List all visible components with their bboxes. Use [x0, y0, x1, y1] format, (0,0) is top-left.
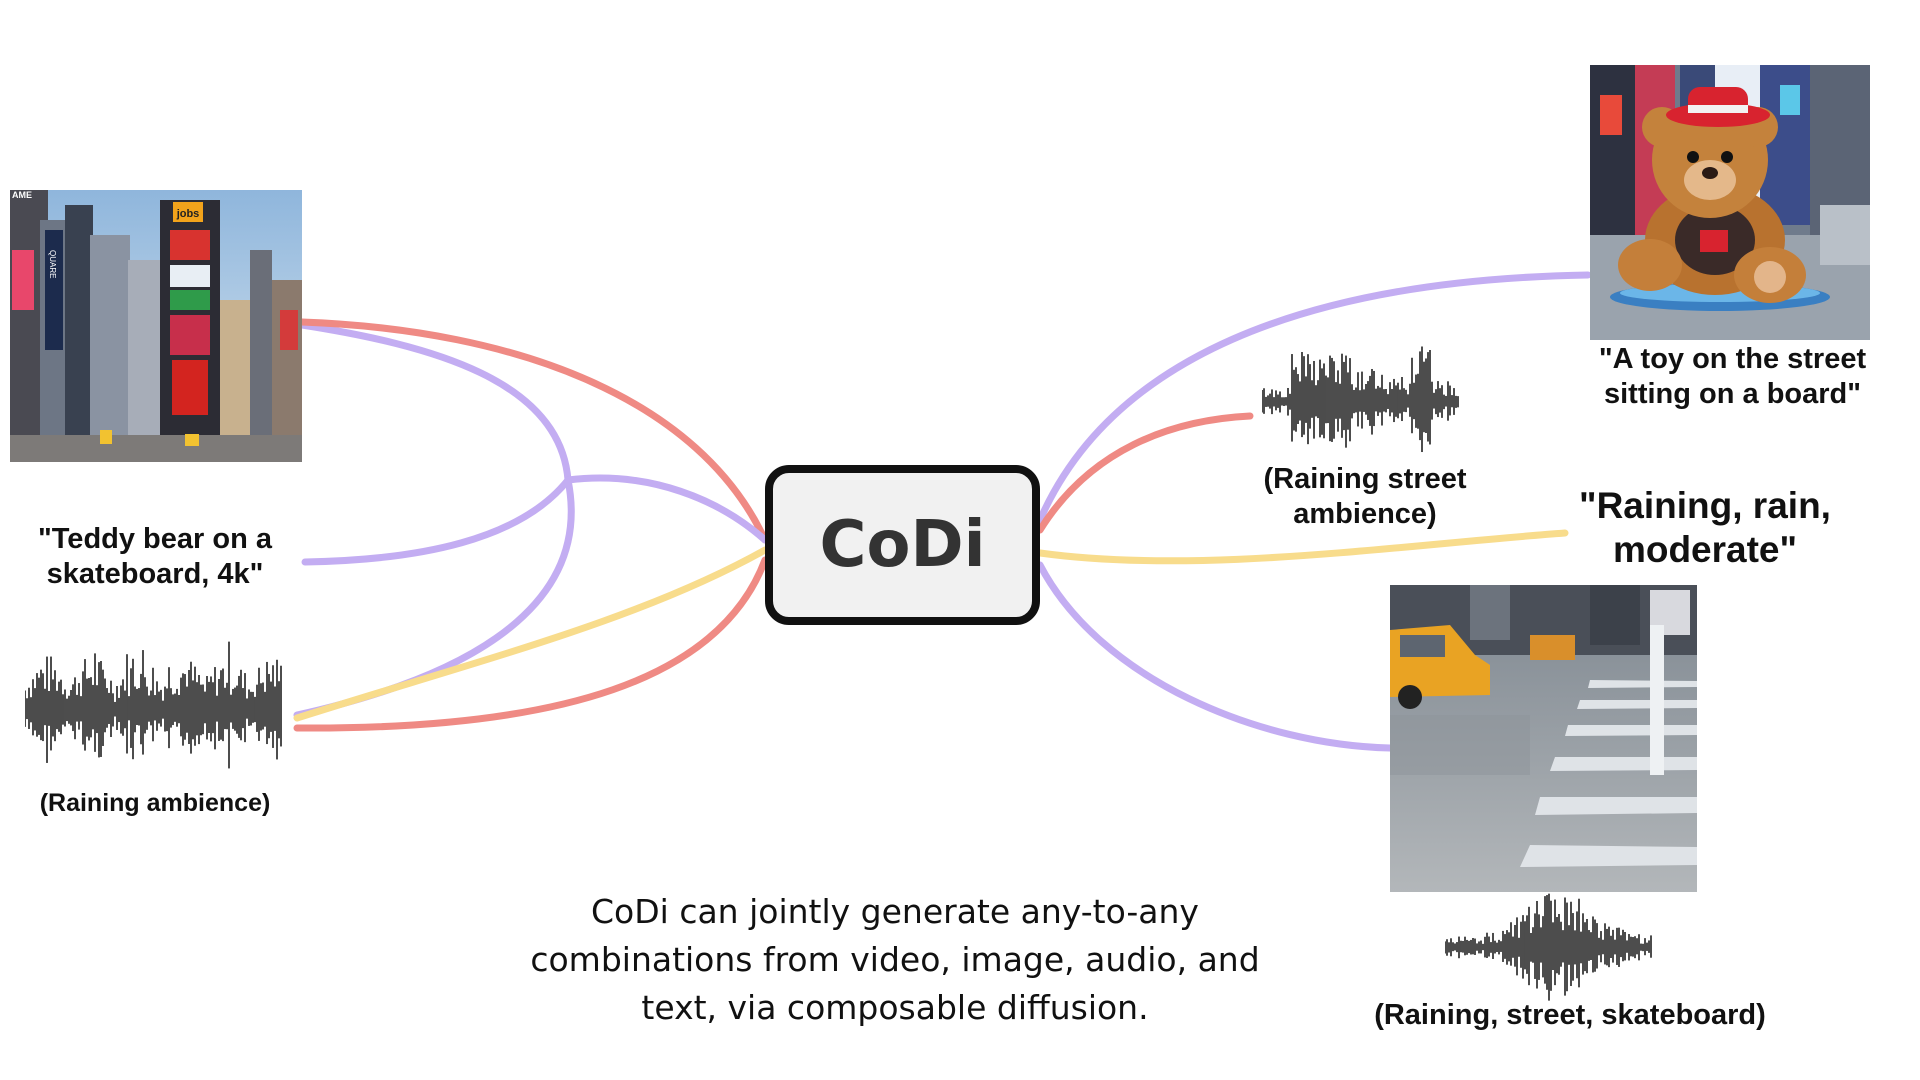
- output-text-label: "Raining, rain, moderate": [1560, 484, 1850, 573]
- rainy-crosswalk-video-icon: [1390, 585, 1697, 892]
- sign-ame: AME: [12, 190, 32, 200]
- wire-out-video: [1040, 565, 1390, 748]
- wire-out-text: [1040, 533, 1565, 561]
- codi-title: CoDi: [820, 508, 986, 582]
- wire-text-purple: [305, 480, 568, 562]
- sign-quare: QUARE: [48, 250, 57, 278]
- teddy-bear-photo-icon: [1590, 65, 1870, 340]
- wire-image-purple: [302, 325, 568, 480]
- input-text-label: "Teddy bear on a skateboard, 4k": [10, 522, 300, 592]
- codi-model-box: CoDi: [765, 465, 1040, 625]
- output-audio-label: (Raining street ambience): [1235, 462, 1495, 532]
- output-teddy-image: [1590, 65, 1870, 340]
- wire-out-audio: [1040, 416, 1250, 530]
- waveform-icon: [25, 640, 285, 780]
- waveform-icon: [1445, 890, 1655, 1005]
- sign-jobs: jobs: [176, 208, 200, 220]
- wire-audio-yellow: [297, 550, 765, 718]
- city-street-photo-icon: jobs AME QUARE: [10, 190, 302, 462]
- output-video: [1390, 585, 1697, 892]
- output-image-label: "A toy on the street sitting on a board": [1575, 342, 1890, 412]
- input-city-image: jobs AME QUARE: [10, 190, 302, 462]
- output-video-audio-label: (Raining, street, skateboard): [1340, 998, 1800, 1033]
- input-audio-label: (Raining ambience): [20, 788, 290, 818]
- caption: CoDi can jointly generate any-to-any com…: [520, 888, 1270, 1032]
- waveform-icon: [1262, 342, 1462, 462]
